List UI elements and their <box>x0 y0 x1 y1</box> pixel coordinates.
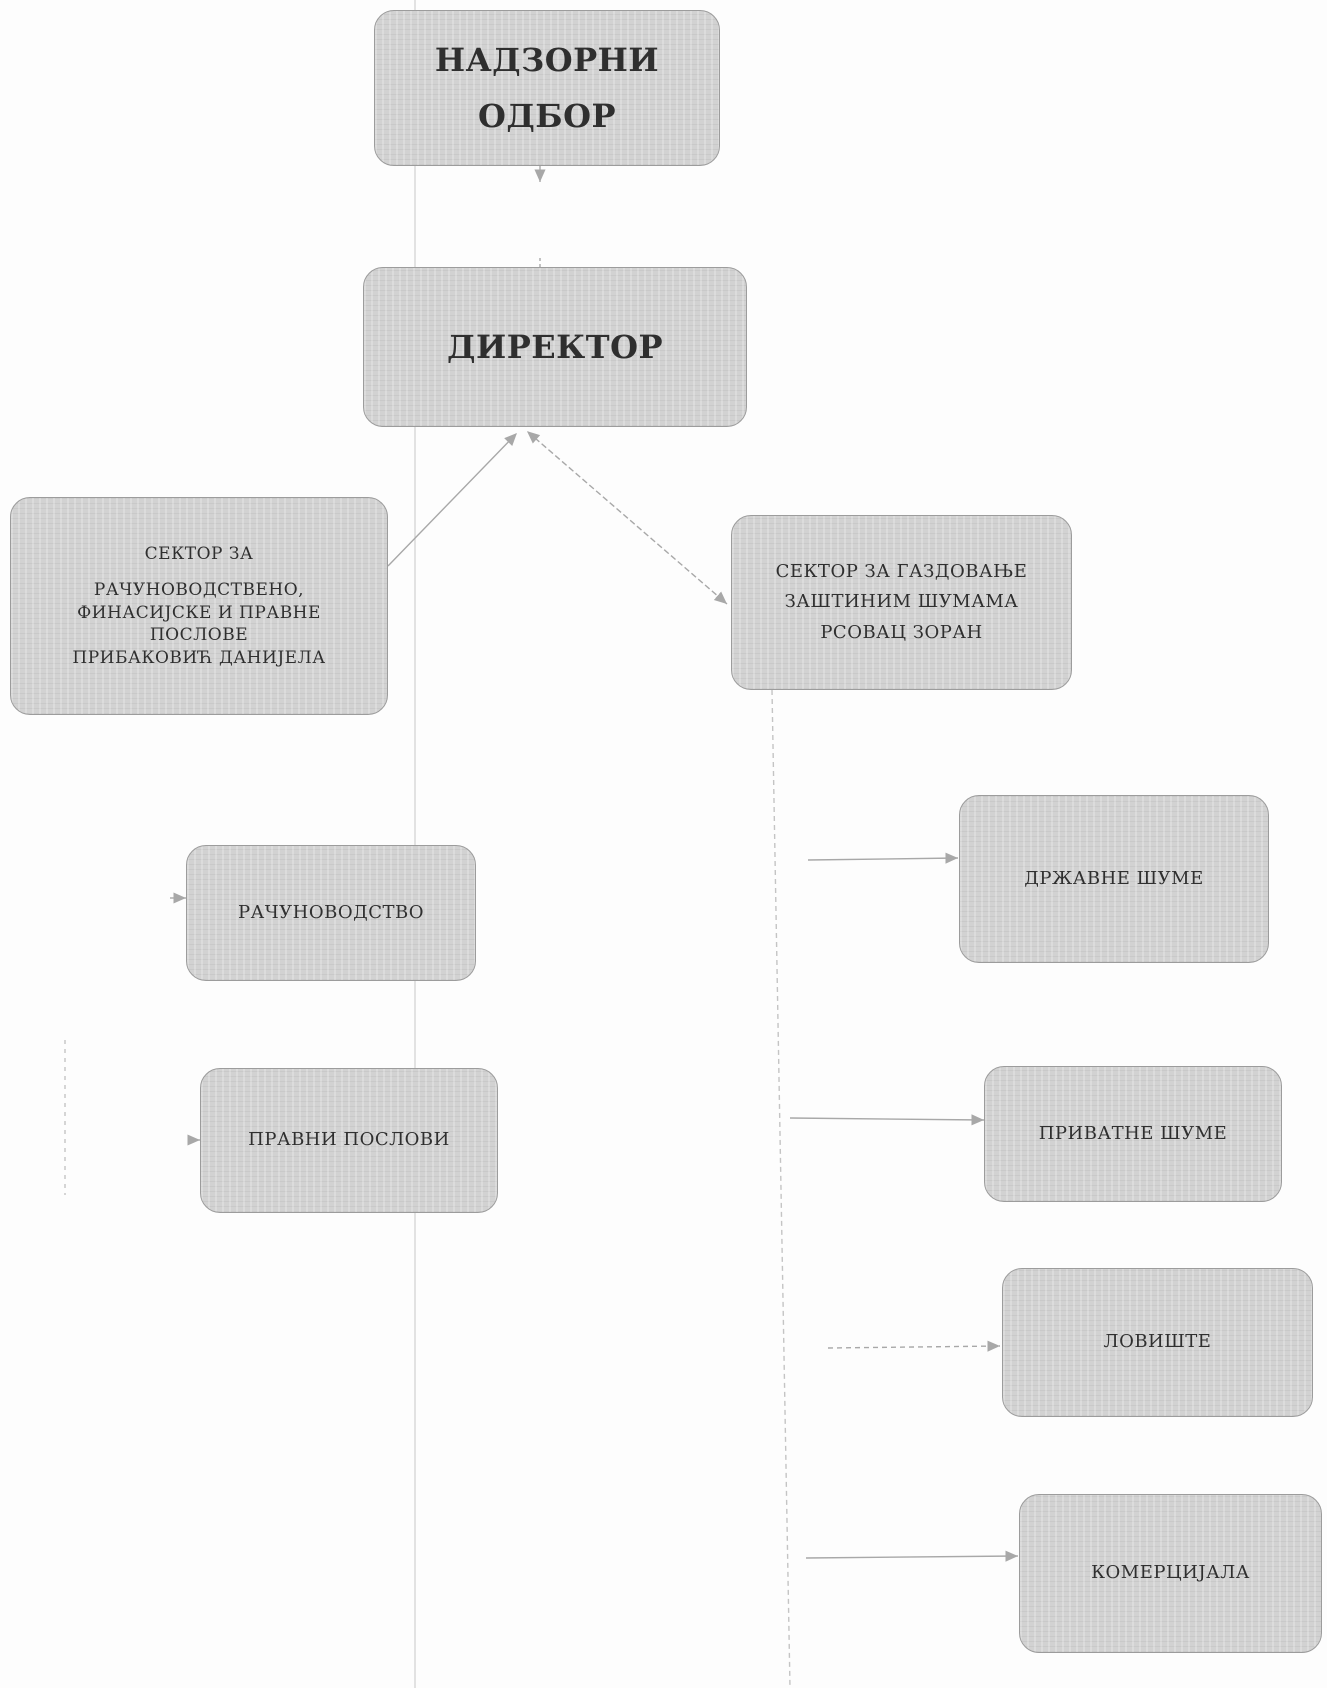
supervisory-board-label: НАДЗОРНИ ОДБОР <box>434 41 660 135</box>
node-accounting: РАЧУНОВОДСТВО <box>186 845 476 981</box>
finance-sector-title: СЕКТОР ЗА <box>144 543 254 564</box>
legal-affairs-label: ПРАВНИ ПОСЛОВИ <box>248 1129 450 1151</box>
commercial-label: КОМЕРЦИЈАЛА <box>1091 1562 1250 1584</box>
forest-sector-label: СЕКТОР ЗА ГАЗДОВАЊЕ ЗАШТИНИМ ШУМАМА РСОВ… <box>775 560 1028 643</box>
node-state-forests: ДРЖАВНЕ ШУМЕ <box>959 795 1269 963</box>
private-forests-label: ПРИВАТНЕ ШУМЕ <box>1038 1122 1228 1144</box>
connector-forest-private <box>789 1114 985 1126</box>
connector-forest-hunting <box>827 1340 1001 1352</box>
connector-forest-trunk <box>771 689 791 1688</box>
finance-sector-body: РАЧУНОВОДСТВЕНО, ФИНАСИЈСКЕ И ПРАВНЕ ПОС… <box>72 580 326 668</box>
connector-forest-commercial <box>805 1550 1019 1562</box>
node-director: ДИРЕКТОР <box>363 267 747 427</box>
accounting-label: РАЧУНОВОДСТВО <box>238 901 424 923</box>
node-forest-management-sector: СЕКТОР ЗА ГАЗДОВАЊЕ ЗАШТИНИМ ШУМАМА РСОВ… <box>731 515 1072 690</box>
node-supervisory-board: НАДЗОРНИ ОДБОР <box>374 10 720 166</box>
node-legal-affairs: ПРАВНИ ПОСЛОВИ <box>200 1068 498 1213</box>
finance-sector-text: СЕКТОР ЗА РАЧУНОВОДСТВЕНО, ФИНАСИЈСКЕ И … <box>72 543 325 669</box>
node-private-forests: ПРИВАТНЕ ШУМЕ <box>984 1066 1282 1202</box>
node-finance-sector: СЕКТОР ЗА РАЧУНОВОДСТВЕНО, ФИНАСИЈСКЕ И … <box>10 497 388 715</box>
hunting-ground-label: ЛОВИШТЕ <box>1103 1331 1212 1353</box>
node-hunting-ground: ЛОВИШТЕ <box>1002 1268 1313 1417</box>
connector-director-finance <box>387 432 517 567</box>
director-label: ДИРЕКТОР <box>447 328 663 366</box>
connector-director-forest <box>526 431 728 605</box>
connector-forest-state <box>807 852 959 864</box>
node-commercial: КОМЕРЦИЈАЛА <box>1019 1494 1322 1653</box>
state-forests-label: ДРЖАВНЕ ШУМЕ <box>1024 867 1204 889</box>
